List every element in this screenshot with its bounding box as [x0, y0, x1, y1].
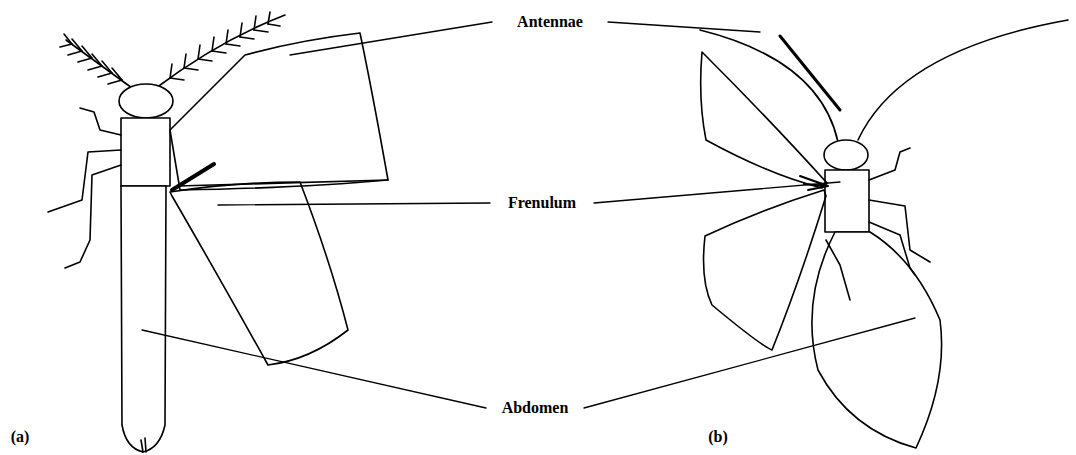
butterfly-b [700, 20, 1068, 448]
part-label: Abdomen [502, 400, 569, 416]
moth-a [48, 12, 388, 452]
panel-label: (a) [11, 429, 30, 445]
part-label: Frenulum [508, 195, 576, 211]
leader-lines [142, 22, 915, 408]
part-label: Antennae [517, 14, 583, 30]
panel-label: (b) [708, 429, 728, 445]
